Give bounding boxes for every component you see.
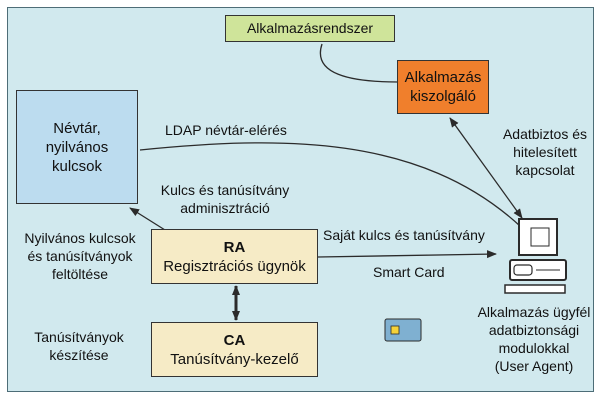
- secure-connection-line3: kapcsolat: [515, 162, 575, 178]
- computer-icon: [504, 218, 567, 294]
- public-upload-label: Nyilvános kulcsok és tanúsítványok feltö…: [12, 229, 148, 283]
- directory-line3: kulcsok: [51, 157, 103, 175]
- client-label: Alkalmazás ügyfél adatbiztonsági modulok…: [470, 303, 598, 375]
- app-server-box: Alkalmazás kiszolgáló: [397, 60, 489, 114]
- directory-box: Névtár, nyilvános kulcsok: [16, 90, 138, 204]
- ra-box: RA Regisztrációs ügynök: [151, 229, 318, 284]
- ca-title: CA: [223, 331, 246, 349]
- directory-line2: nyilvános: [45, 138, 109, 156]
- public-upload-line2: és tanúsítványok: [27, 248, 133, 264]
- client-line1: Alkalmazás ügyfél: [477, 304, 591, 320]
- app-server-line2: kiszolgáló: [410, 88, 476, 105]
- public-upload-line1: Nyilvános kulcsok: [24, 230, 136, 246]
- cert-make-label: Tanúsítványok készítése: [24, 328, 134, 364]
- cert-make-line2: készítése: [49, 347, 109, 363]
- key-admin-line1: Kulcs és tanúsítvány: [160, 182, 290, 198]
- secure-connection-line1: Adatbiztos és: [502, 126, 588, 142]
- smart-card-label: Smart Card: [373, 264, 445, 280]
- directory-line1: Névtár,: [53, 119, 101, 137]
- own-key-label: Saját kulcs és tanúsítvány: [323, 227, 485, 243]
- app-system-label: Alkalmazásrendszer: [246, 20, 374, 36]
- ca-box: CA Tanúsítvány-kezelő: [151, 322, 318, 377]
- client-line4: (User Agent): [494, 358, 574, 374]
- ra-to-client-arrow: [317, 250, 497, 259]
- ra-subtitle: Regisztrációs ügynök: [163, 257, 306, 275]
- key-admin-line2: adminisztráció: [180, 200, 270, 216]
- smart-card-icon: [384, 318, 422, 342]
- app-server-line1: Alkalmazás: [404, 69, 482, 86]
- secure-connection-line2: hitelesített: [513, 144, 577, 160]
- client-line2: adatbiztonsági: [488, 322, 580, 338]
- public-upload-line3: feltöltése: [51, 266, 109, 282]
- app-system-box: Alkalmazásrendszer: [225, 15, 395, 42]
- system-server-connector: [319, 43, 399, 83]
- ra-title: RA: [223, 238, 246, 256]
- cert-make-line1: Tanúsítványok: [34, 329, 124, 345]
- ca-subtitle: Tanúsítvány-kezelő: [170, 350, 299, 368]
- secure-connection-label: Adatbiztos és hitelesített kapcsolat: [490, 125, 600, 179]
- client-line3: modulokkal: [498, 340, 570, 356]
- key-admin-label: Kulcs és tanúsítvány adminisztráció: [150, 181, 300, 217]
- ldap-label: LDAP névtár-elérés: [165, 122, 287, 138]
- secure-connection-arrow: [449, 117, 523, 219]
- ra-to-directory-arrow: [129, 207, 166, 231]
